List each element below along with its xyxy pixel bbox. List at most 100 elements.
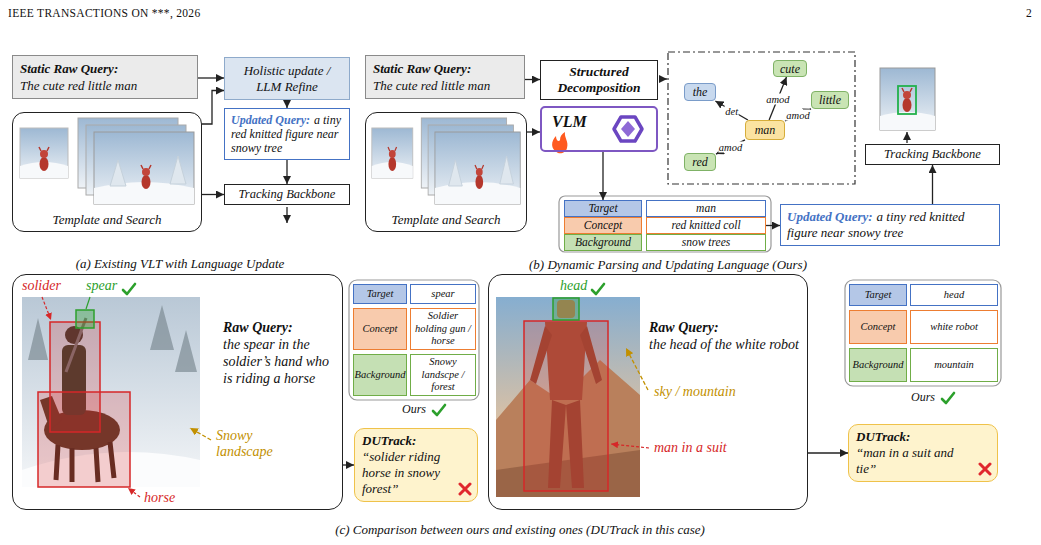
- word-node: cute: [773, 60, 807, 77]
- baseline-output-box: DUTrack:“solider riding horse in snowy f…: [354, 428, 478, 502]
- example-panel: Raw Query:the head of the white robot: [488, 274, 808, 510]
- table-value-cell: man: [646, 200, 766, 217]
- query-box: Static Raw Query:The cute red little man: [365, 55, 525, 99]
- template-images: [20, 118, 194, 204]
- method-label: Ours: [911, 390, 935, 404]
- body-text: Concept: [363, 323, 398, 336]
- model-logo: [621, 121, 635, 137]
- body-text: head: [944, 289, 964, 302]
- body-text: man: [755, 123, 776, 137]
- output-image: [880, 68, 935, 130]
- image-group: Template and Search: [12, 112, 202, 232]
- edge-label: amod: [785, 109, 810, 120]
- heading-text: Static Raw Query:: [20, 60, 190, 77]
- table-key-cell: Target: [353, 284, 407, 304]
- body-text: Tracking Backbone: [884, 147, 981, 162]
- body-text: The cute red little man: [373, 77, 517, 94]
- template-images: [372, 118, 520, 204]
- connector: [343, 464, 354, 465]
- connector: [602, 152, 603, 200]
- template-images: [20, 118, 194, 204]
- parse-tree-frame: [668, 52, 855, 184]
- connector: [715, 101, 748, 120]
- body-text: Target: [865, 289, 892, 302]
- output-arrow: [286, 207, 287, 223]
- object-label: man in a suit: [652, 440, 729, 456]
- flow-arrow: [659, 79, 667, 80]
- word-node: little: [811, 91, 849, 109]
- body-text: “solider riding horse in snowy forest”: [362, 449, 455, 497]
- robot-photo: [496, 297, 640, 497]
- body-text: Snowy landscpe / forest: [414, 356, 472, 394]
- connector: [525, 79, 540, 80]
- table-key-cell: Concept: [849, 310, 907, 344]
- body-text: Concept: [584, 219, 622, 232]
- output-arrow: [906, 132, 907, 143]
- table-value-cell: Soldier holding gun / horse: [410, 308, 476, 350]
- connector: [932, 165, 933, 204]
- table-value-cell: mountain: [910, 348, 998, 382]
- body-text: little: [819, 93, 841, 107]
- subcaption: (b) Dynamic Parsing and Updating Languag…: [529, 257, 807, 272]
- table-frame: [349, 280, 479, 400]
- body-text: Background: [355, 369, 406, 382]
- body-text: spear: [431, 288, 454, 301]
- body-text: red knitted coll: [671, 219, 740, 232]
- page-number: 2: [1026, 6, 1032, 20]
- output-image: [902, 88, 912, 112]
- tracker-box: Tracking Backbone: [865, 144, 1000, 165]
- body-text: Holistic update / LLM Refine: [230, 63, 344, 95]
- table-value-cell: white robot: [910, 310, 998, 344]
- updated-query-box: Updated Query:a tiny red knitted figure …: [224, 108, 350, 160]
- object-label: spear: [84, 278, 119, 294]
- soldier-photo: [22, 297, 200, 487]
- connector: [202, 91, 224, 125]
- leader-line: [42, 297, 211, 497]
- output-image: [880, 68, 935, 130]
- body-text: the head of the white robot: [649, 336, 799, 353]
- table-value-cell: red knitted coll: [646, 217, 766, 234]
- body-text: mountain: [934, 359, 974, 372]
- leader-line: [190, 428, 211, 440]
- tracker-box: Tracking Backbone: [224, 184, 350, 205]
- body-text: Structured Decomposition: [545, 64, 653, 96]
- model-box: VLM: [540, 106, 658, 152]
- model-logo: [614, 117, 642, 141]
- method-label: Ours: [402, 402, 426, 416]
- object-label: sky / mountain: [652, 384, 738, 400]
- table-frame: [845, 280, 1001, 386]
- flow-arrow: [659, 78, 667, 79]
- example-panel: Raw Query:the spear in the soldier’s han…: [12, 274, 343, 510]
- connector: [785, 109, 811, 121]
- body-text: Concept: [861, 321, 896, 334]
- soldier-photo: [22, 297, 200, 487]
- object-label: Snowy landscape: [214, 428, 298, 460]
- body-text: The cute red little man: [20, 77, 190, 94]
- heading-text: Updated Query:: [231, 113, 310, 127]
- table-value-cell: Snowy landscpe / forest: [410, 354, 476, 396]
- table-key-cell: Target: [564, 200, 642, 217]
- connector: [766, 225, 780, 226]
- edge-label: det: [724, 105, 739, 116]
- word-node: man: [745, 120, 785, 140]
- connector: [202, 194, 224, 195]
- refine-box: Holistic update / LLM Refine: [224, 57, 350, 100]
- body-text: Background: [853, 359, 904, 372]
- edge-label: amod: [718, 141, 743, 152]
- connector: [198, 77, 224, 78]
- body-text: VLM: [552, 113, 646, 131]
- check-mark: [592, 284, 604, 294]
- body-text: snow trees: [682, 236, 730, 249]
- image-group: Template and Search: [365, 112, 527, 232]
- check-mark: [433, 405, 445, 415]
- table-key-cell: Background: [353, 354, 407, 396]
- heading-text: Static Raw Query:: [373, 60, 517, 77]
- leader-line: [611, 444, 649, 448]
- subcaption: (a) Existing VLT with Language Update: [76, 256, 285, 271]
- table-frame: [559, 196, 771, 252]
- leader-line: [128, 488, 140, 497]
- table-key-cell: Concept: [353, 308, 407, 350]
- soldier-photo: [38, 392, 130, 487]
- body-text: Target: [367, 288, 394, 301]
